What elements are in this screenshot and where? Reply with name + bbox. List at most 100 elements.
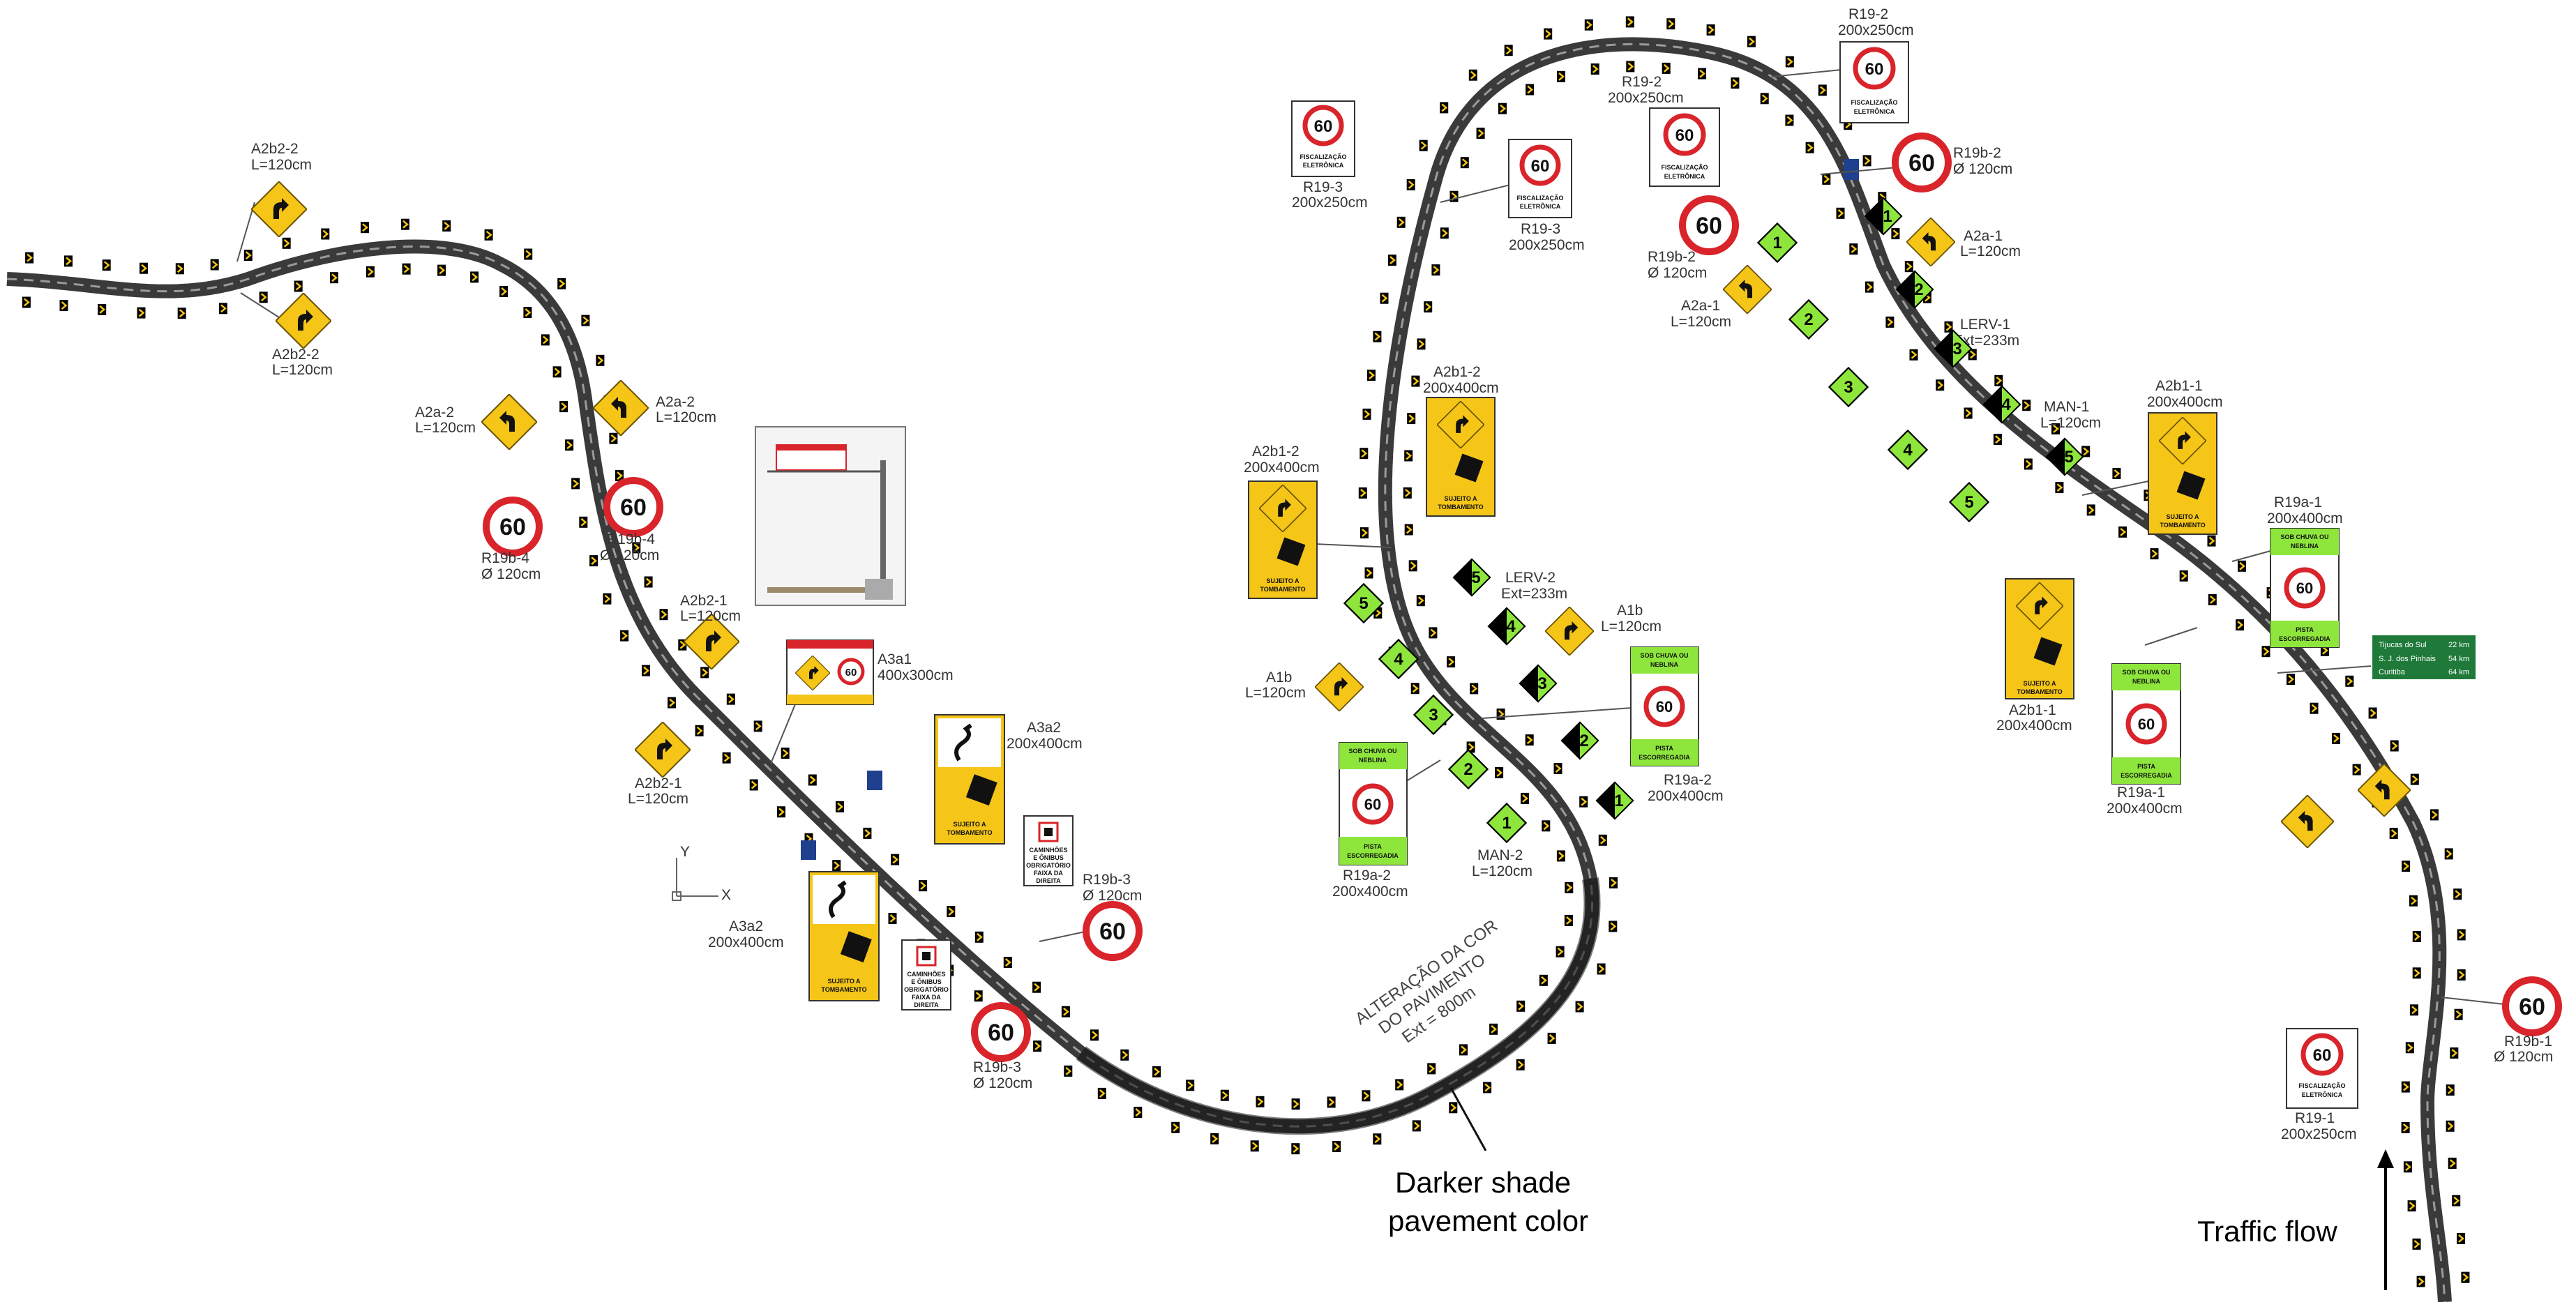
chevron-glyph [975, 992, 982, 1001]
chevron-glyph [179, 309, 186, 318]
chevron-glyph [2403, 862, 2410, 871]
chevron-glyph [1396, 1080, 1403, 1089]
chevron-glyph [1518, 1001, 1525, 1010]
sign-text: PISTA [2137, 763, 2155, 770]
chevron-glyph [1173, 1123, 1180, 1132]
curve-right-icon [1545, 607, 1594, 656]
diamond-number: 5 [2064, 448, 2073, 467]
chevron-glyph [1293, 1100, 1300, 1109]
numbered-diamond-icon: 4 [1982, 385, 2021, 424]
chevron-glyph [728, 695, 735, 704]
chevron-glyph [977, 932, 983, 941]
chevron-glyph [617, 471, 623, 480]
chevron-glyph [1366, 568, 1373, 577]
code-label: R19b-3 [1083, 872, 1131, 888]
chevron-glyph [864, 828, 871, 838]
chevron-glyph [2370, 709, 2377, 718]
chevron-glyph [1786, 116, 1793, 125]
code-label: A2a-2 [415, 404, 454, 421]
chevron-glyph [834, 861, 841, 870]
sign-a1b-left: A1b L=120cm [1245, 663, 1364, 711]
speed-value: 60 [1908, 150, 1935, 176]
code-label: A2a-2 [656, 394, 695, 410]
chevron-glyph [1500, 104, 1506, 113]
sign-a2a-2-right: A2a-2 L=120cm [593, 380, 716, 436]
chevron-glyph [1477, 129, 1484, 138]
sign-a2b2-2-top: A2b2-2 L=120cm [236, 141, 312, 262]
chevron-glyph [1566, 916, 1572, 925]
size-label: L=120cm [1601, 619, 1662, 635]
chevron-glyph [1381, 294, 1388, 303]
chevron-glyph [597, 356, 604, 365]
sign-a2b2-2-bottom: A2b2-2 L=120cm [240, 292, 333, 378]
sign-r19-2-top: 60 FISCALIZAÇÃO ELETRÔNICA R19-2 200x250… [1771, 6, 1914, 123]
chevron-glyph [1412, 684, 1419, 693]
sign-text: SUJEITO A [953, 821, 986, 828]
sign-text: CAMINHÕES [907, 971, 945, 978]
chevron-glyph [1526, 736, 1533, 745]
chevron-markers [22, 16, 2470, 1287]
chevron-glyph [1442, 229, 1448, 238]
speed-value: 60 [988, 1020, 1014, 1046]
curve-right-icon [251, 181, 307, 237]
curve-left-icon [481, 394, 537, 450]
sign-a2b1-1-top: SUJEITO A TOMBAMENTO A2b1-1 200x400cm [2081, 378, 2223, 535]
chevron-glyph [1461, 1045, 1467, 1054]
chevron-glyph [1293, 1144, 1300, 1153]
size-label: 200x250cm [1608, 90, 1684, 106]
sign-a2a-2-left: A2a-2 L=120cm [415, 394, 537, 450]
chevron-glyph [444, 222, 451, 230]
chevron-glyph [1328, 1098, 1335, 1107]
size-label: Ø 120cm [1953, 161, 2012, 177]
chevron-glyph [1410, 561, 1417, 570]
chevron-glyph [948, 907, 955, 916]
annotation-leader-line [1449, 1087, 1487, 1151]
code-label: R19a-2 [1664, 772, 1712, 788]
chevron-glyph [2447, 1086, 2454, 1095]
size-label: L=120cm [656, 409, 716, 425]
numbered-diamond-icon: 4 [1888, 430, 1928, 470]
chevron-glyph [1558, 72, 1565, 81]
chevron-glyph [582, 316, 589, 325]
chevron-glyph [1187, 1081, 1194, 1090]
size-label: 200x250cm [2281, 1126, 2357, 1142]
chevron-glyph [2411, 896, 2417, 905]
sign-a3a1-gantry-diagram [755, 426, 906, 606]
chevron-glyph [176, 264, 183, 273]
chevron-glyph [295, 282, 302, 291]
chevron-glyph [645, 577, 652, 586]
code-label: A3a2 [1027, 720, 1061, 736]
chevron-glyph [1034, 983, 1041, 992]
chevron-glyph [1448, 658, 1455, 667]
chevron-glyph [1549, 1034, 1556, 1043]
chevron-glyph [2025, 460, 2032, 469]
chevron-glyph [1414, 1121, 1420, 1130]
sign-text: SUJEITO A [827, 978, 861, 985]
chevron-glyph [1418, 340, 1425, 349]
numbered-diamond-icon: 2 [1560, 721, 1599, 760]
chevron-glyph [1807, 143, 1814, 152]
chevron-glyph [2088, 506, 2095, 515]
sign-r19a-2-left: SOB CHUVA OU NEBLINA 60 PISTA ESCORREGAD… [1332, 742, 1441, 900]
sign-text: FAIXA DA [912, 994, 941, 1001]
label-man-2: MAN-2 L=120cm [1472, 847, 1532, 879]
diamond-number: 2 [1804, 310, 1813, 329]
darker-pavement-section [1076, 877, 1601, 1135]
diamond-number: 1 [1772, 234, 1782, 252]
sign-text: SUJEITO A [2166, 513, 2199, 520]
sign-a2b2-1-top: A2b2-1 L=120cm [680, 593, 741, 669]
chevron-glyph [1360, 488, 1366, 497]
sign-r19a-2-right: SOB CHUVA OU NEBLINA 60 PISTA ESCORREGAD… [1482, 646, 1724, 804]
sign-a1b-right: A1b L=120cm [1545, 603, 1662, 656]
code-label: A2b1-2 [1252, 444, 1300, 460]
chevron-glyph [2446, 849, 2453, 858]
sign-text: FISCALIZAÇÃO [1517, 195, 1564, 202]
chevron-glyph [2402, 1123, 2409, 1132]
chevron-glyph [580, 517, 587, 527]
size-label: 200x400cm [2147, 394, 2223, 410]
lane-divider [6, 43, 2446, 1302]
chevron-glyph [362, 223, 368, 232]
chevron-glyph [2406, 1043, 2413, 1052]
size-label: L=120cm [680, 608, 741, 624]
